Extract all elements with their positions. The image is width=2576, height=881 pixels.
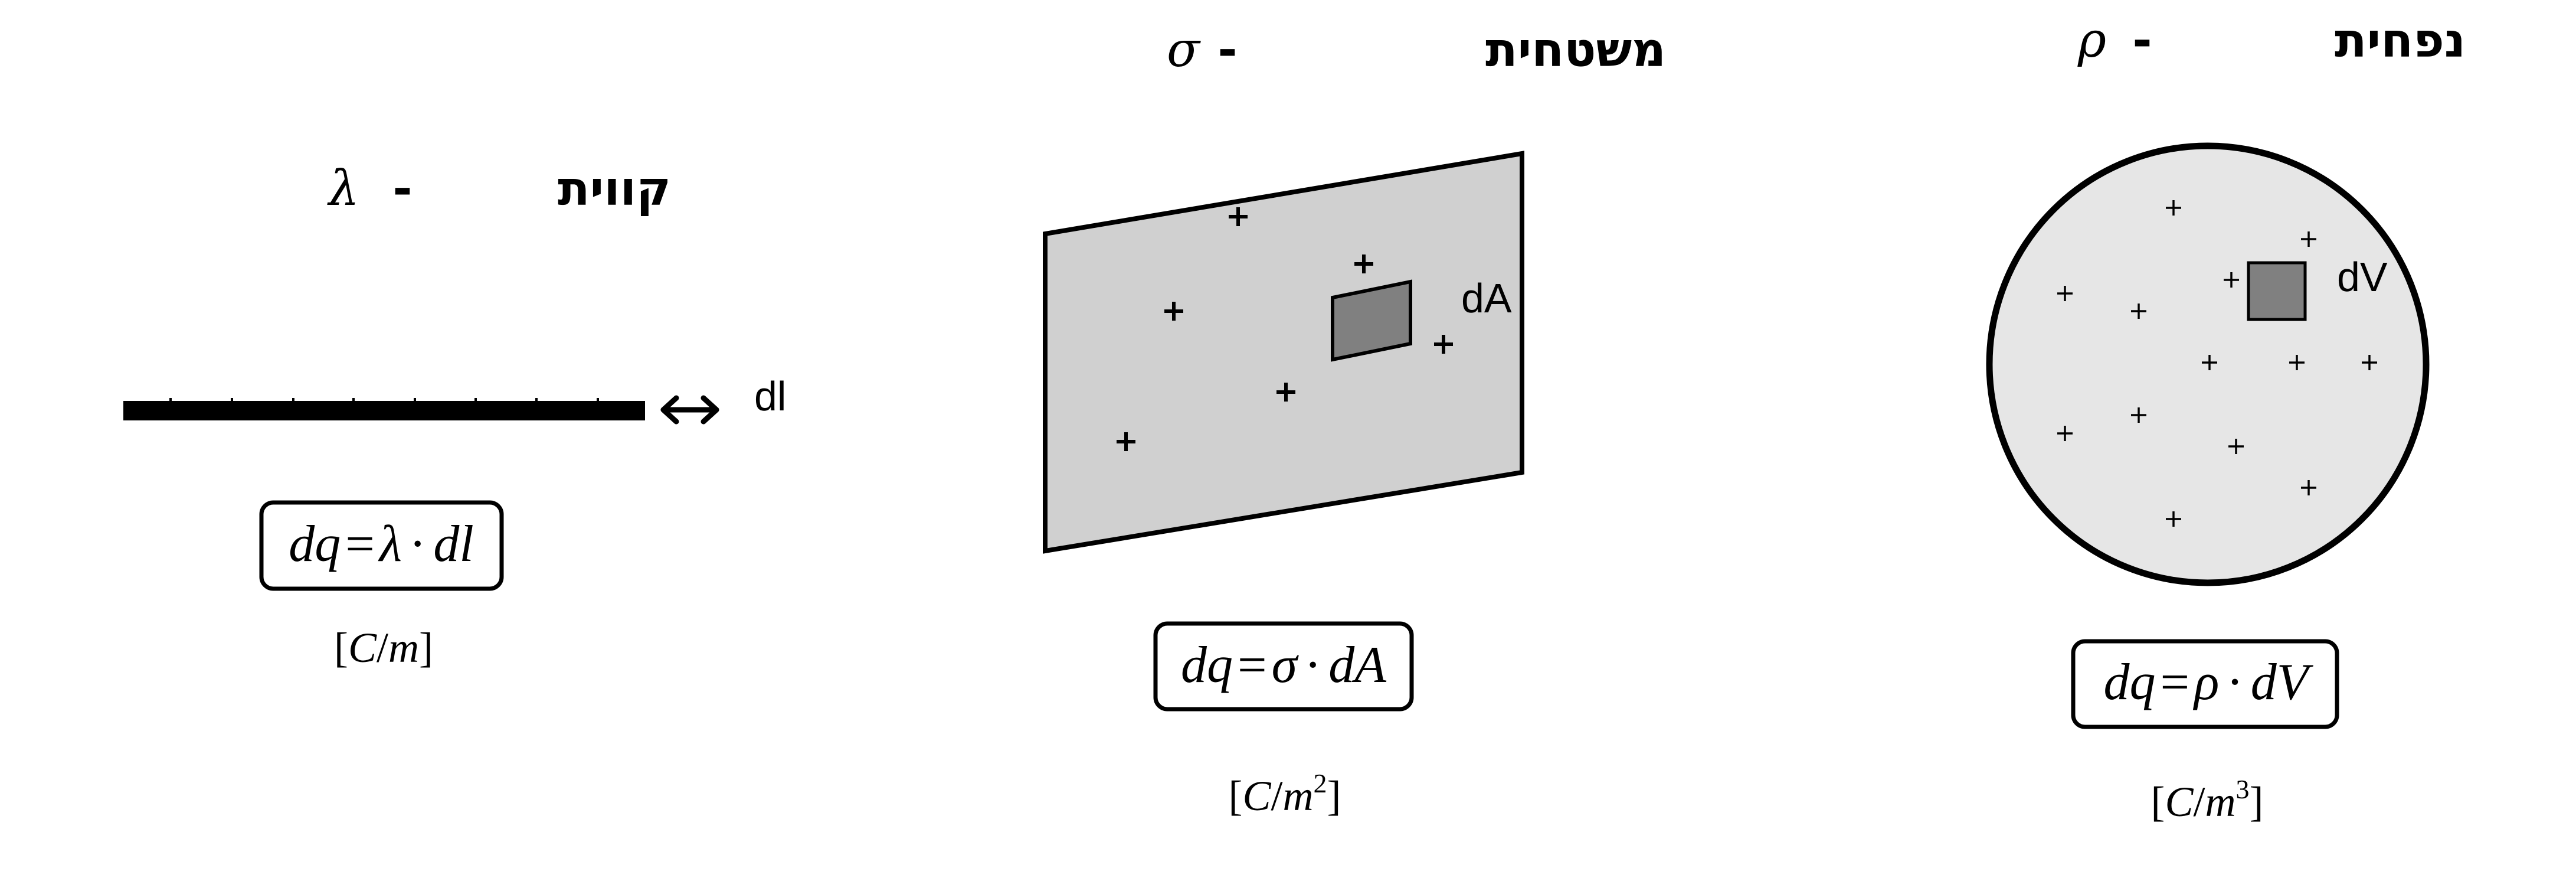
plus-icon [1117,432,1135,451]
plus-icon [1354,254,1373,273]
volume-title-separator: - [2132,13,2152,68]
linear-units: [C/m] [334,624,433,671]
charged-plane [1043,151,1524,554]
plus-icon [1276,383,1295,402]
plus-icon [1164,302,1183,321]
plus-icon [2224,272,2239,288]
volume-title: נפחית - ρ [2077,12,2466,68]
surface-formula-box: dq=σ·dA [1153,621,1414,712]
dV-label: dV [2337,254,2388,300]
plus-icon [2301,231,2316,247]
linear-title-hebrew: קווית [558,161,671,216]
linear-formula: dq=λ·dl [289,515,474,573]
double-arrow-icon [660,395,719,425]
linear-title-separator: - [392,161,412,216]
plus-icon [2362,355,2377,370]
plus-icon [2131,304,2146,319]
volume-formula: dq=ρ·dV [2104,654,2314,711]
plus-icon [2166,511,2181,527]
plus-icon [2228,439,2244,454]
surface-units: [C/m2] [1228,768,1341,820]
plus-icon [2301,480,2316,495]
surface-formula: dq=σ·dA [1181,637,1387,694]
linear-title: קווית - λ [327,161,671,217]
plus-icon [2057,426,2073,441]
area-element [1331,279,1412,362]
plus-icon [2202,355,2217,370]
volume-charges [2057,200,2377,527]
linear-formula-box: dq=λ·dl [259,500,504,591]
dA-label: dA [1461,275,1512,321]
sigma-symbol: σ [1167,22,1201,78]
plus-icon [1229,207,1248,226]
plus-icon [2289,355,2305,370]
lambda-symbol: λ [327,161,359,217]
surface-title-hebrew: משטחית [1485,22,1666,77]
volume-formula-box: dq=ρ·dV [2071,639,2339,729]
surface-panel: משטחית - σ dA dq=σ·dA [C/m2] [1043,22,1666,820]
volume-panel: נפחית - ρ dV dq=ρ [1986,12,2466,825]
volume-units: [C/m3] [2151,774,2263,825]
surface-title-separator: - [1217,22,1237,77]
plus-icon [2166,200,2181,216]
volume-element [2247,261,2307,321]
charged-sphere [1986,142,2430,586]
plus-icon [2057,286,2073,301]
plus-icon [2131,407,2146,423]
volume-title-hebrew: נפחית [2335,13,2466,68]
rho-symbol: ρ [2077,12,2106,68]
charged-line [123,398,645,420]
dl-label: dl [754,373,786,419]
surface-charges [1117,207,1453,451]
plus-icon [1434,335,1453,354]
linear-panel: קווית - λ dl [123,161,786,671]
surface-title: משטחית - σ [1167,22,1666,78]
